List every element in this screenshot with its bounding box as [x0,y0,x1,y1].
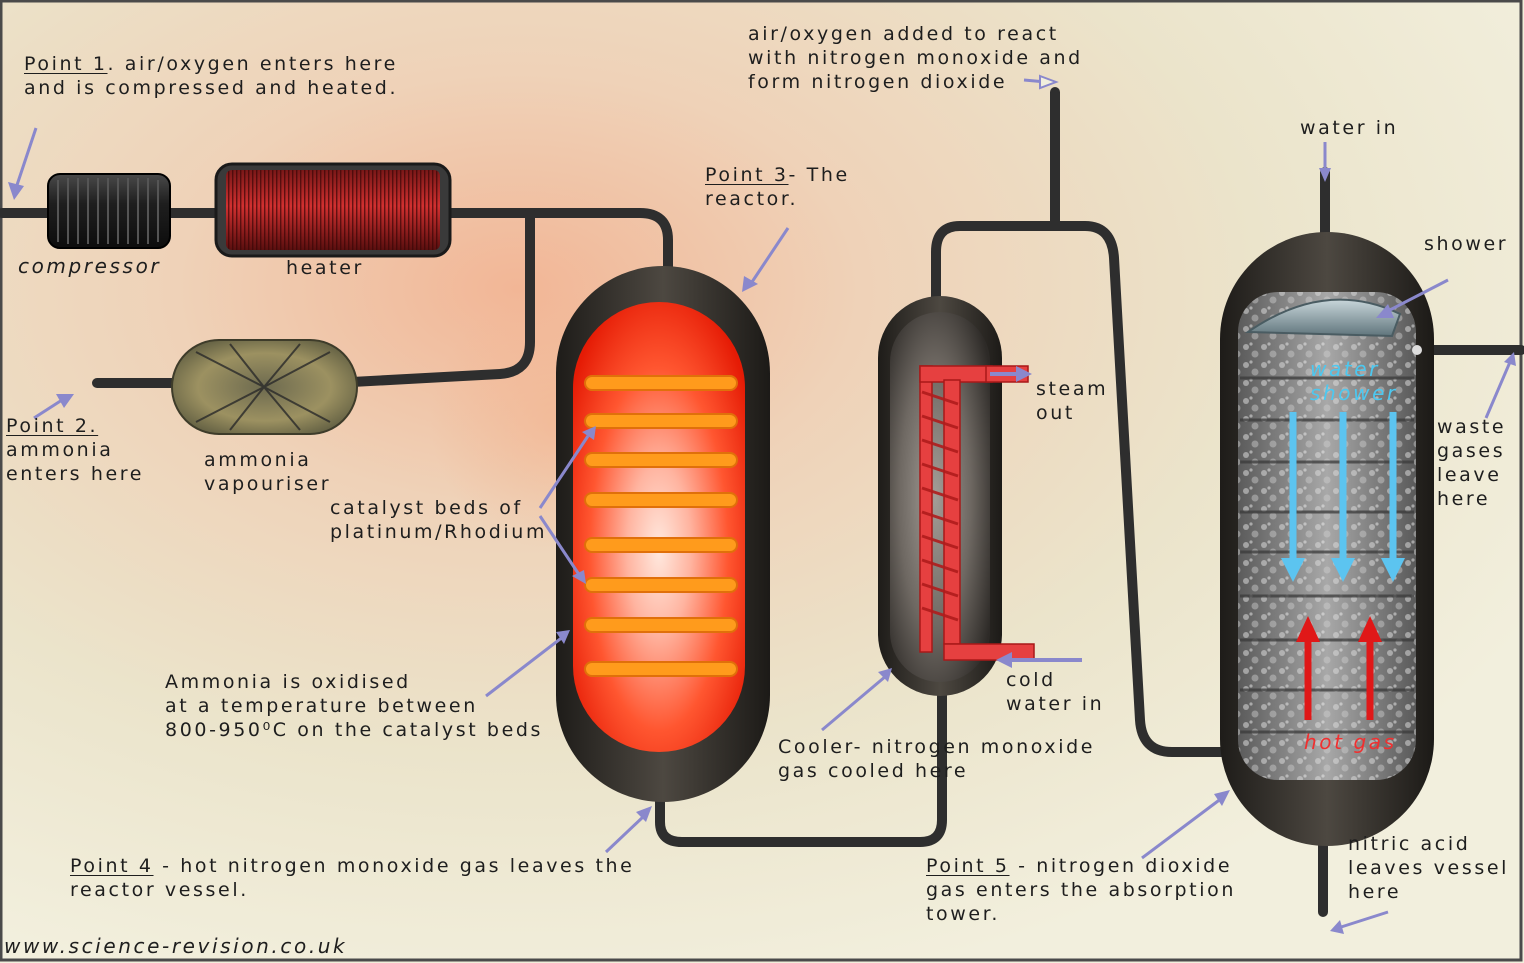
waste-gases-label: waste gases leave here [1437,415,1506,511]
reactor-vessel [556,266,770,802]
waste-line3: leave [1437,464,1502,486]
cold-water-label: cold water in [1006,668,1104,716]
point4-label: Point 4 - hot nitrogen monoxide gas leav… [70,854,634,902]
waste-line1: waste [1437,416,1507,438]
point3-label: Point 3- The reactor. [705,163,850,211]
cooler-vessel [878,296,1035,696]
point1-line2: and is compressed and heated. [24,77,399,99]
nitric-line2: leaves vessel [1348,857,1509,879]
water-shower-line1: water [1310,357,1380,381]
oxidation-label: Ammonia is oxidised at a temperature bet… [165,670,543,742]
cooler-flow-arrows [990,366,1082,668]
point3-tail: - The [788,164,850,186]
point5-line2: gas enters the absorption [926,879,1236,901]
air-added-label: air/oxygen added to react with nitrogen … [748,22,1083,94]
catalyst-line1: catalyst beds of [330,497,523,519]
catalyst-label: catalyst beds of platinum/Rhodium [330,496,547,544]
website-watermark: www.science-revision.co.uk [4,934,348,958]
point2-label: Point 2. ammonia enters here [6,414,144,486]
point1-label: Point 1. air/oxygen enters here and is c… [24,52,398,100]
catalyst-line2: platinum/Rhodium [330,521,548,543]
point1-heading: Point 1 [24,53,108,75]
steam-out-label: steam out [1036,377,1108,425]
water-shower-arrows [1281,412,1405,582]
steam-out-line1: steam [1036,378,1109,400]
hot-gas-label: hot gas [1304,730,1397,754]
nitric-line3: here [1348,881,1402,903]
air-added-line2: with nitrogen monoxide and [748,47,1083,69]
compressor-label: compressor [18,254,162,278]
air-added-line1: air/oxygen added to react [748,23,1059,45]
cooler-label: Cooler- nitrogen monoxide gas cooled her… [778,735,1095,783]
annotation-arrows [8,74,1516,934]
oxidation-line3: 800-950⁰C on the catalyst beds [165,719,544,741]
hot-gas-arrows [1296,616,1382,720]
point2-line2: enters here [6,463,145,485]
cold-water-line1: cold [1006,669,1056,691]
vapouriser-label: ammonia vapouriser [204,448,331,496]
oxidation-line2: at a temperature between [165,695,478,717]
water-shower-label: water shower [1310,357,1398,405]
cooler-line1: Cooler- nitrogen monoxide [778,736,1096,758]
point3-heading: Point 3 [705,164,789,186]
cooler-line2: gas cooled here [778,760,969,782]
vapouriser-line1: ammonia [204,449,312,471]
point3-line2: reactor. [705,188,799,210]
steam-out-line2: out [1036,402,1075,424]
point1-line1: . air/oxygen enters here [107,53,398,75]
point5-label: Point 5 - nitrogen dioxide gas enters th… [926,854,1236,926]
ammonia-vapouriser-unit [171,339,358,435]
cold-water-line2: water in [1006,693,1105,715]
nitric-line1: nitric acid [1348,833,1471,855]
waste-line4: here [1437,488,1491,510]
point4-heading: Point 4 [70,855,154,877]
shower-label: shower [1424,233,1509,255]
water-shower-line2: shower [1310,381,1398,405]
point2-line1: ammonia [6,439,114,461]
point2-heading: Point 2. [6,415,99,437]
air-added-line3: form nitrogen dioxide [748,71,1008,93]
nitric-acid-label: nitric acid leaves vessel here [1348,832,1509,904]
point4-tail: - hot nitrogen monoxide gas leaves the [153,855,635,877]
oxidation-line1: Ammonia is oxidised [165,671,411,693]
heater-label: heater [286,257,364,279]
point5-heading: Point 5 [926,855,1010,877]
water-in-label: water in [1300,117,1399,139]
waste-line2: gases [1437,440,1506,462]
point5-tail: - nitrogen dioxide [1009,855,1233,877]
compressor-unit [47,173,171,249]
point5-line3: tower. [926,903,1001,925]
heater-unit [214,162,452,258]
vapouriser-line2: vapouriser [204,473,332,495]
point4-line2: reactor vessel. [70,879,249,901]
